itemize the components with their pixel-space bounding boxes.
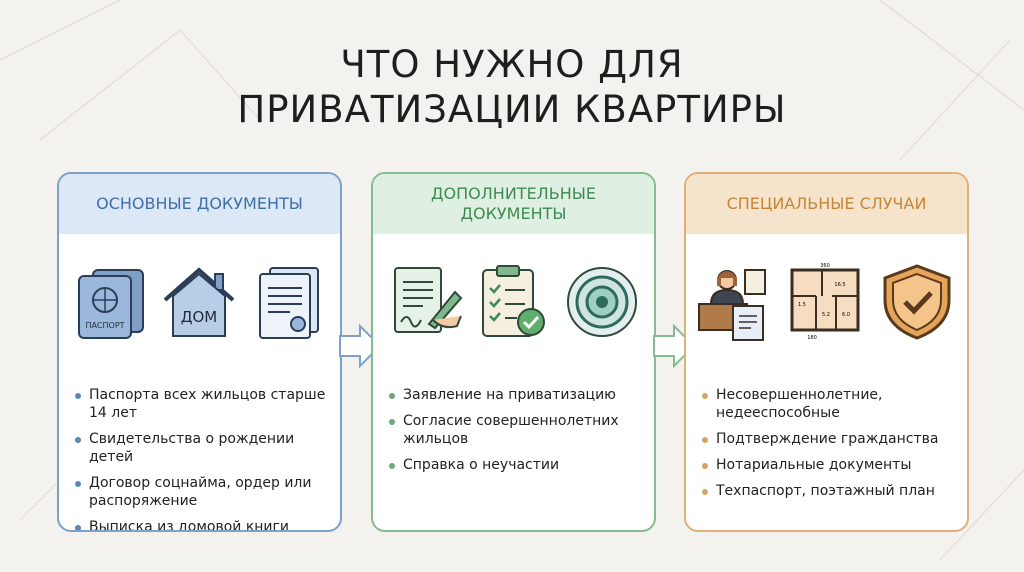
list-item: Свидетельства о рождении детей — [73, 430, 330, 466]
list-item: Выписка из домовой книги — [73, 518, 330, 530]
svg-text:180: 180 — [807, 335, 817, 341]
svg-text:ДОМ: ДОМ — [181, 308, 217, 326]
list-item: Паспорта всех жильцов старше 14 лет — [73, 386, 330, 422]
shield-check-icon — [883, 264, 950, 340]
card-header: ОСНОВНЫЕ ДОКУМЕНТЫ — [59, 174, 340, 234]
house-icon: ДОМ — [164, 267, 235, 337]
floor-plan-icon: 360 16.5 1.5 5.2 6.0 180 — [790, 263, 859, 341]
card-special-cases: СПЕЦИАЛЬНЫЕ СЛУЧАИ 360 16.5 1.5 5.2 6.0 … — [684, 172, 969, 532]
signing-document-icon — [394, 267, 463, 333]
card-header: ДОПОЛНИТЕЛЬНЫЕ ДОКУМЕНТЫ — [373, 174, 654, 234]
notary-icon — [697, 269, 766, 341]
list-item: Нотариальные документы — [700, 456, 957, 474]
svg-text:16.5: 16.5 — [834, 282, 845, 288]
svg-text:1.5: 1.5 — [798, 302, 806, 308]
list-item: Согласие совершеннолетних жильцов — [387, 412, 644, 448]
list-item: Договор соцнайма, ордер или распоряжение — [73, 474, 330, 510]
item-list: Несовершеннолетние, недееспособные Подтв… — [700, 386, 957, 508]
stamp-icon — [566, 267, 637, 337]
svg-text:ПАСПОРТ: ПАСПОРТ — [86, 321, 125, 330]
item-list: Заявление на приватизацию Согласие совер… — [387, 386, 644, 482]
arrow-right-icon — [339, 323, 382, 369]
list-item: Подтверждение гражданства — [700, 430, 957, 448]
documents-icon — [258, 267, 319, 339]
passport-icon: ПАСПОРТ — [78, 269, 145, 339]
list-item: Техпаспорт, поэтажный план — [700, 482, 957, 500]
svg-text:6.0: 6.0 — [842, 312, 850, 318]
card-additional-documents: ДОПОЛНИТЕЛЬНЫЕ ДОКУМЕНТЫ Заявление на пр… — [371, 172, 656, 532]
svg-text:5.2: 5.2 — [822, 312, 830, 318]
list-item: Справка о неучастии — [387, 456, 644, 474]
svg-text:360: 360 — [820, 263, 830, 269]
list-item: Несовершеннолетние, недееспособные — [700, 386, 957, 422]
list-item: Заявление на приватизацию — [387, 386, 644, 404]
card-header: СПЕЦИАЛЬНЫЕ СЛУЧАИ — [686, 174, 967, 234]
checklist-icon — [482, 265, 546, 337]
card-basic-documents: ОСНОВНЫЕ ДОКУМЕНТЫ ПАСПОРТ ДОМ Паспорта … — [57, 172, 342, 532]
item-list: Паспорта всех жильцов старше 14 лет Свид… — [73, 386, 330, 530]
